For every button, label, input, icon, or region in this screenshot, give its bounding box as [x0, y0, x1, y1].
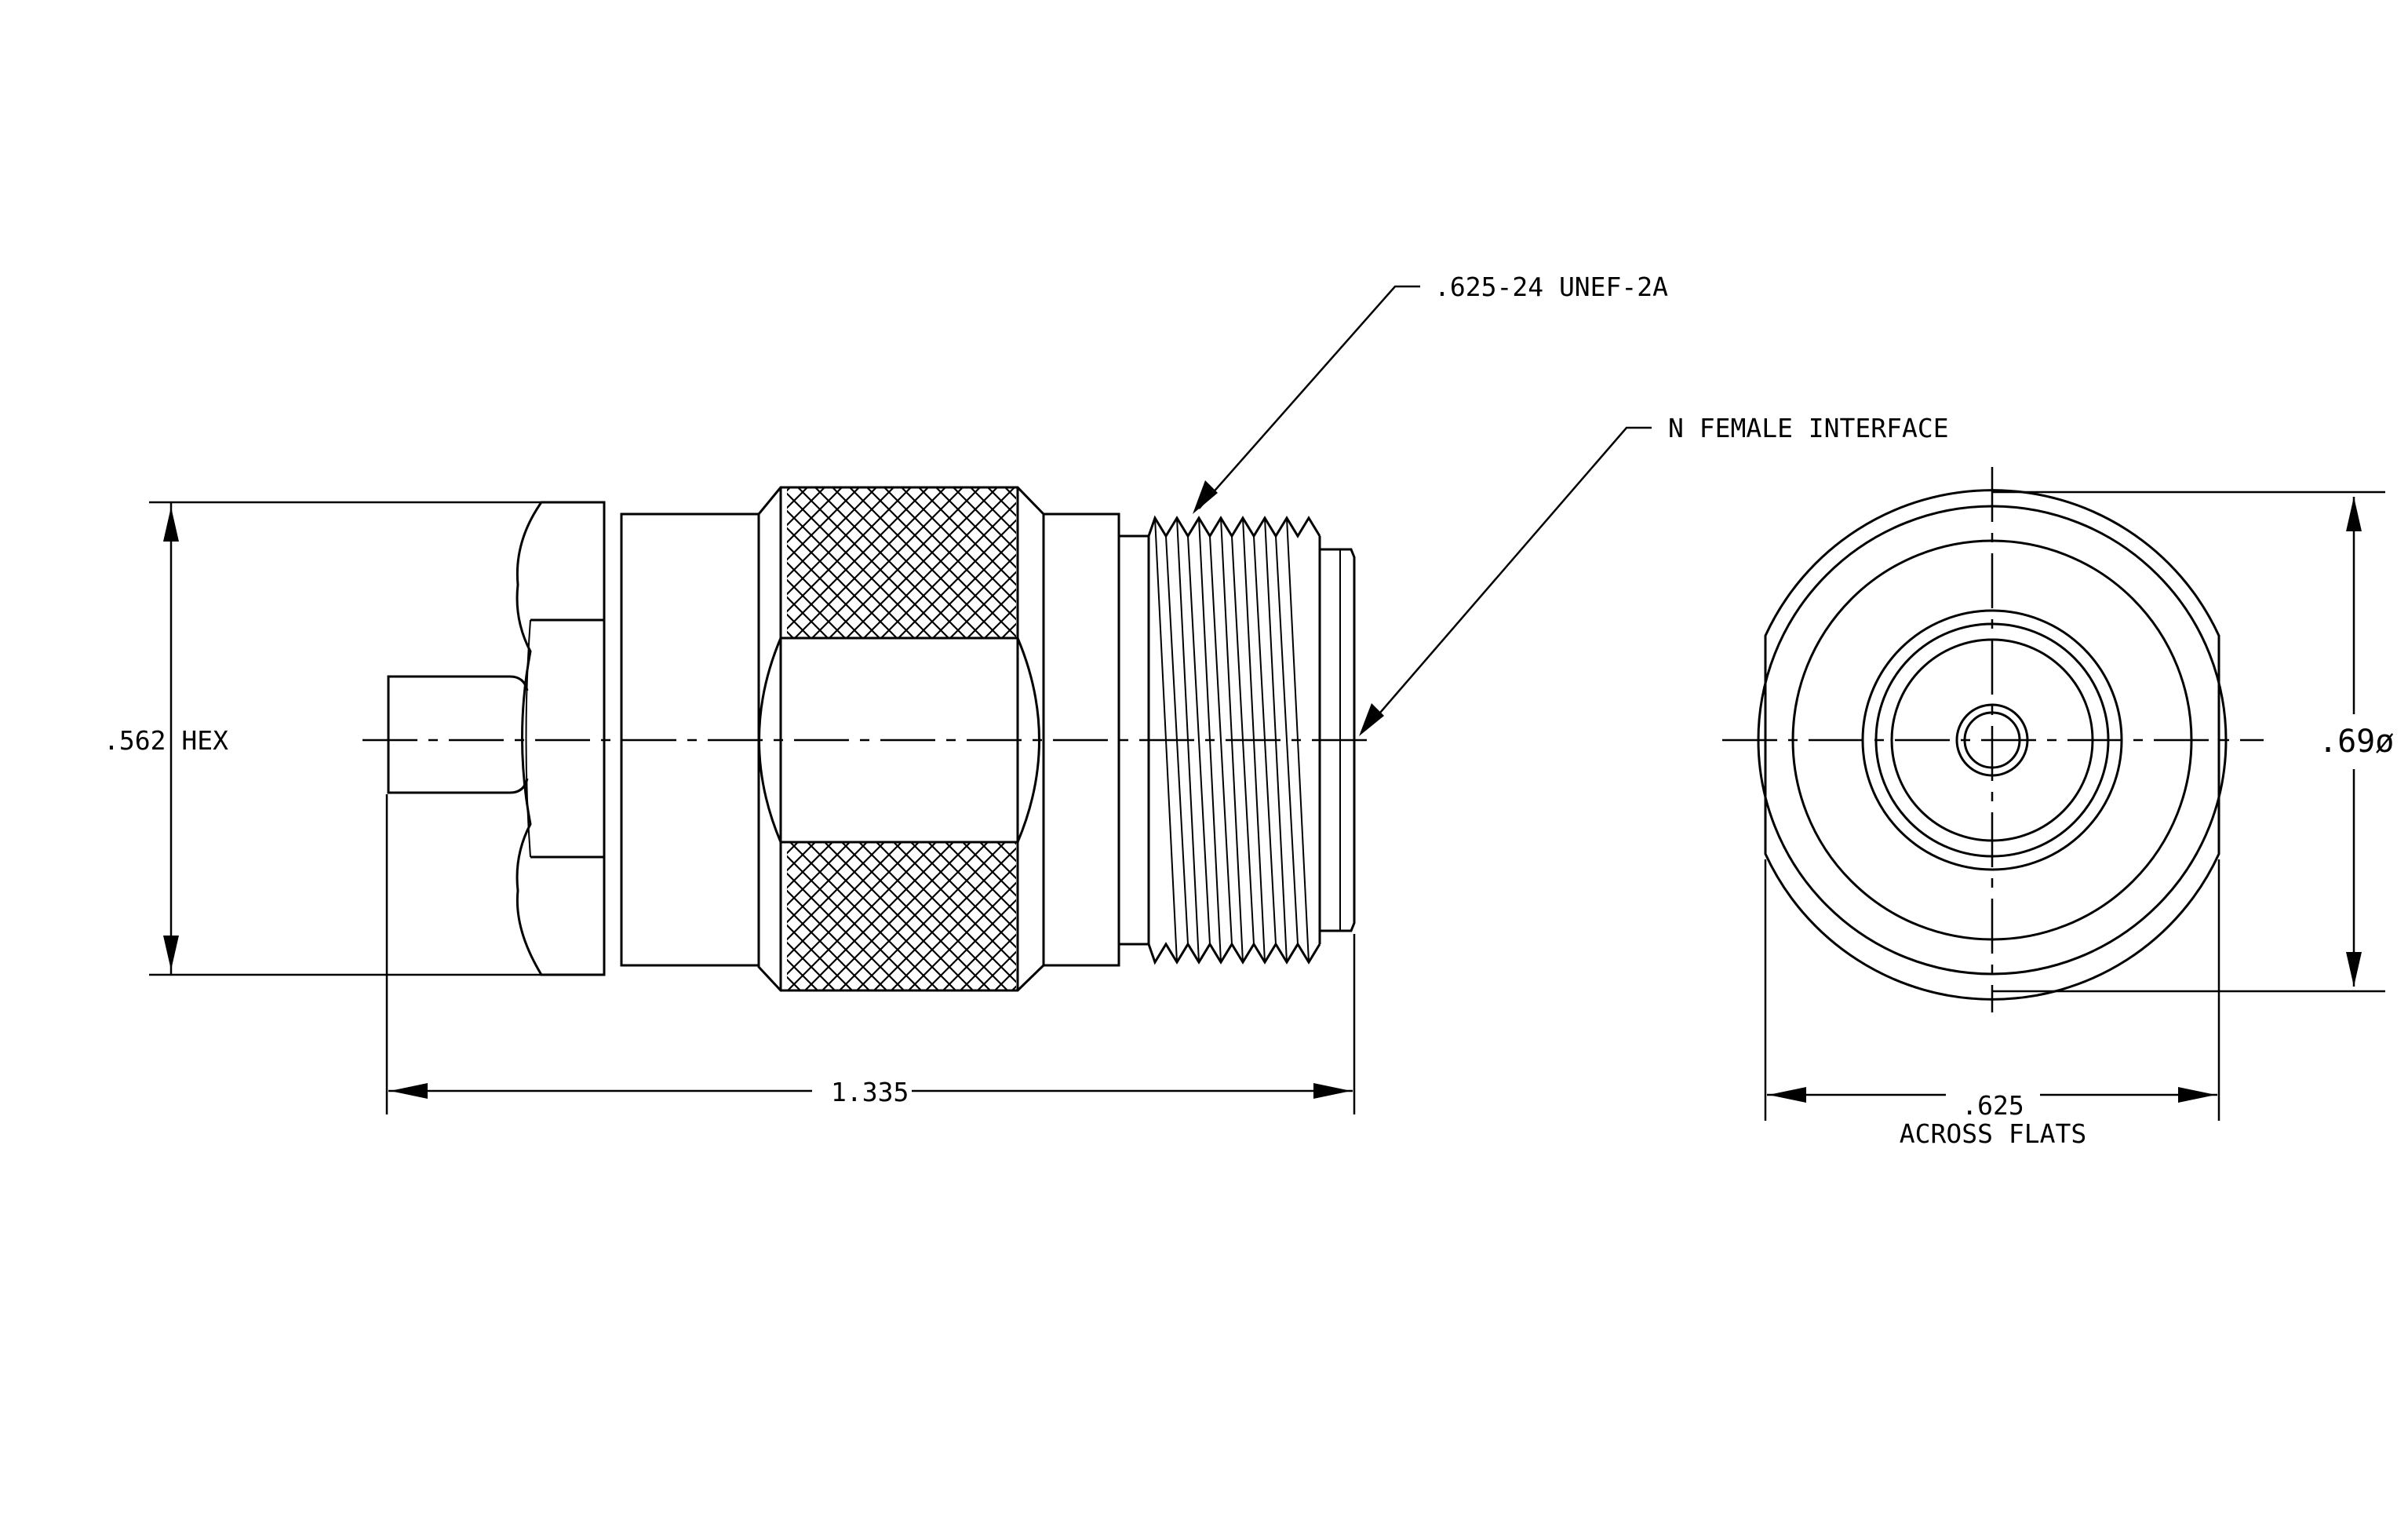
hex-nut — [515, 501, 606, 976]
thread-callout-label: .625-24 UNEF-2A — [1434, 272, 1668, 302]
knurled-coupling — [757, 486, 1045, 992]
interface-callout-leader — [1359, 426, 1652, 736]
thread-callout-leader — [1193, 285, 1420, 514]
length-dimension-label: 1.335 — [831, 1077, 909, 1107]
diameter-dimension-label: .69ø — [2319, 724, 2394, 760]
hex-dimension-label: .562 HEX — [104, 725, 228, 756]
interface-callout-label: N FEMALE INTERFACE — [1668, 413, 1949, 443]
flats-dimension-label: .625 — [1962, 1090, 2024, 1121]
hex-dimension — [149, 501, 541, 976]
length-dimension — [385, 794, 1356, 1114]
rear-pin — [387, 675, 529, 794]
flats-dimension-note: ACROSS FLATS — [1900, 1118, 2086, 1149]
diameter-dimension — [1993, 491, 2385, 993]
flats-dimension — [1764, 859, 2220, 1121]
end-view-outline — [1764, 489, 2220, 1001]
side-view: .562 HEX 1.335 .625-24 UNEF-2A N FEMALE … — [104, 272, 1949, 1114]
end-view: .69ø .625 ACROSS FLATS — [1722, 467, 2394, 1149]
